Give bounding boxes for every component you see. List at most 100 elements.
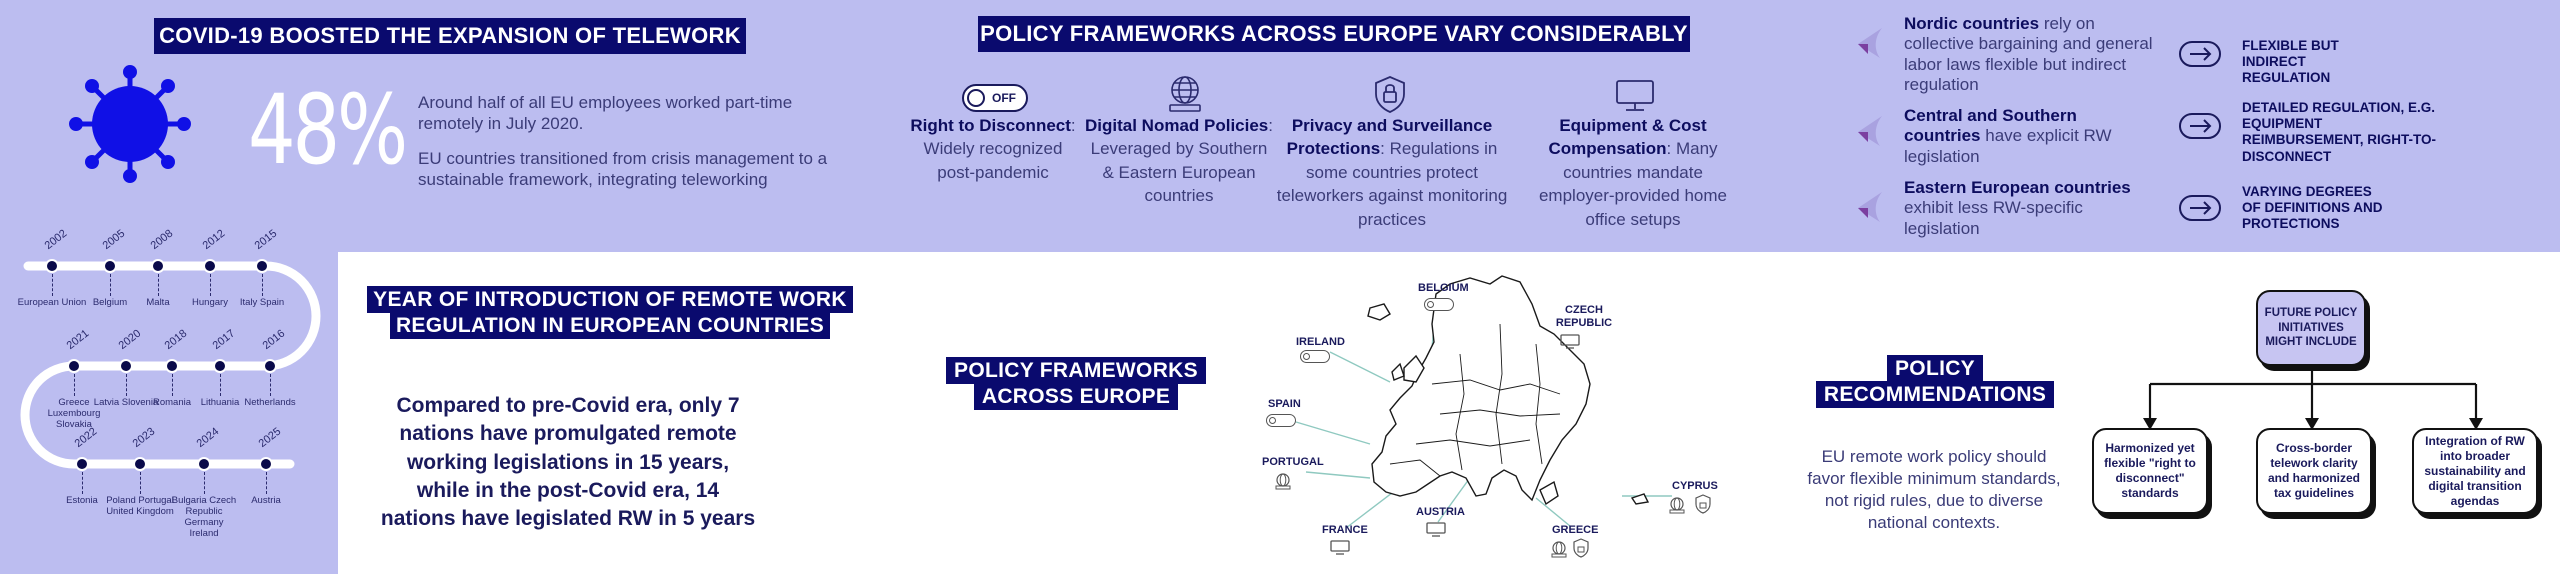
region-pointer-icon (1858, 192, 1882, 222)
recommendations-heading: POLICY RECOMMENDATIONS (1800, 354, 2070, 418)
frameworks-heading: POLICY FRAMEWORKS ACROSS EUROPE VARY CON… (978, 16, 1690, 52)
toggle-off-label: OFF (992, 91, 1016, 105)
region-note-nordic: FLEXIBLE BUT INDIRECT REGULATION (2242, 38, 2339, 86)
region-eastern: Eastern European countries exhibit less … (1904, 178, 2131, 238)
country-ireland: IRELAND (1296, 336, 1345, 348)
country-austria: AUSTRIA (1416, 506, 1465, 518)
timeline-dot (103, 259, 117, 273)
timeline-dot (119, 359, 133, 373)
monitor-icon (1616, 80, 1654, 111)
country-portugal: PORTUGAL (1262, 456, 1324, 468)
policy-equipment-compensation: Equipment & Cost Compensation: Many coun… (1538, 116, 1728, 229)
policy-privacy-surveillance: Privacy and Surveillance Protections: Re… (1276, 116, 1508, 229)
timeline-country: Austria (251, 495, 281, 506)
region-note-central: DETAILED REGULATION, E.G. EQUIPMENT REIM… (2242, 100, 2437, 164)
globe-laptop-icon (1169, 76, 1201, 112)
timeline-stem (262, 274, 263, 296)
timeline-stem (110, 274, 111, 296)
year-intro-summary: Compared to pre-Covid era, only 7 nation… (380, 394, 756, 531)
arrow-right-icon (2179, 41, 2221, 67)
flow-root-box: FUTURE POLICY INITIATIVES MIGHT INCLUDE (2256, 290, 2366, 366)
europe-map (1295, 275, 1672, 529)
timeline-stem (266, 472, 267, 494)
country-spain: SPAIN (1268, 398, 1301, 410)
timeline-country: Malta (146, 297, 170, 308)
country-czech-republic: CZECH REPUBLIC (1555, 304, 1613, 330)
timeline-dot (67, 359, 81, 373)
timeline-country: Netherlands (244, 397, 296, 408)
timeline-country: European Union (17, 297, 87, 308)
timeline-country: Italy Spain (239, 297, 285, 308)
year-intro-heading: YEAR OF INTRODUCTION OF REMOTE WORK REGU… (358, 284, 862, 350)
timeline-stem (204, 472, 205, 494)
region-pointer-icon (1858, 28, 1882, 58)
timeline-stem (74, 374, 75, 396)
timeline-dot (213, 359, 227, 373)
monitor-icon (1560, 334, 1580, 349)
flow-box-cross-border: Cross-border telework clarity and harmon… (2256, 428, 2372, 514)
timeline-country: Bulgaria Czech Republic Germany Ireland (171, 495, 237, 539)
covid-text-2: EU countries transitioned from crisis ma… (418, 149, 828, 190)
region-note-eastern: VARYING DEGREES OF DEFINITIONS AND PROTE… (2242, 184, 2383, 232)
flow-box-right-to-disconnect: Harmonized yet flexible "right to discon… (2092, 428, 2208, 514)
monitor-icon (1330, 540, 1350, 555)
recommendations-body: EU remote work policy should favor flexi… (1807, 447, 2061, 533)
toggle-off-icon (1424, 298, 1454, 311)
timeline-stem (126, 374, 127, 396)
timeline-country: Poland Portugal United Kingdom (106, 495, 174, 517)
region-nordic: Nordic countries rely on collective barg… (1904, 14, 2153, 95)
region-central-southern: Central and Southern countries have expl… (1904, 106, 2112, 166)
covid-text-1: Around half of all EU employees worked p… (418, 93, 793, 134)
policy-digital-nomad: Digital Nomad Policies: Leveraged by Sou… (1085, 116, 1273, 206)
timeline-country: Belgium (92, 297, 128, 308)
timeline-dot (151, 259, 165, 273)
timeline-stem (140, 472, 141, 494)
country-cyprus: CYPRUS (1672, 480, 1718, 492)
flow-box-sustainability: Integration of RW into broader sustainab… (2412, 428, 2538, 514)
timeline-track (20, 261, 321, 469)
timeline-stem (82, 472, 83, 494)
globe-laptop-icon (1275, 473, 1291, 490)
arrow-right-icon (2179, 195, 2221, 221)
region-pointer-icon (1858, 116, 1882, 146)
monitor-icon (1426, 522, 1446, 537)
arrow-right-icon (2179, 113, 2221, 139)
covid-heading: COVID-19 BOOSTED THE EXPANSION OF TELEWO… (154, 18, 746, 54)
timeline-country: Latvia Slovenia (93, 397, 159, 408)
country-france: FRANCE (1322, 524, 1368, 536)
timeline-dot (259, 457, 273, 471)
timeline-stem (220, 374, 221, 396)
timeline-dot (263, 359, 277, 373)
telework-stat: 48% (248, 74, 408, 186)
timeline-country: Greece Luxembourg Slovakia (47, 397, 101, 430)
virus-icon (69, 65, 191, 183)
timeline-dot (75, 457, 89, 471)
globe-laptop-icon (1669, 497, 1685, 514)
timeline-country: Hungary (192, 297, 228, 308)
shield-lock-icon (1573, 538, 1589, 558)
timeline-stem (172, 374, 173, 396)
country-belgium: BELGIUM (1418, 282, 1469, 294)
timeline-country: Estonia (66, 495, 98, 506)
timeline-country: Romania (152, 397, 192, 408)
toggle-off-icon (1266, 414, 1296, 427)
timeline-stem (52, 274, 53, 296)
timeline-dot (45, 259, 59, 273)
flow-connector (2143, 366, 2483, 430)
map-heading: POLICY FRAMEWORKS ACROSS EUROPE (936, 356, 1216, 420)
timeline-dot (255, 259, 269, 273)
timeline-dot (165, 359, 179, 373)
timeline-stem (210, 274, 211, 296)
toggle-off-icon (1300, 350, 1330, 363)
timeline-country: Lithuania (200, 397, 240, 408)
policy-right-to-disconnect: Right to Disconnect: Widely recognized p… (910, 116, 1076, 182)
timeline-dot (133, 457, 147, 471)
toggle-off-icon: OFF (962, 84, 1028, 112)
country-greece: GREECE (1552, 524, 1599, 536)
timeline-dot (197, 457, 211, 471)
timeline-stem (158, 274, 159, 296)
shield-lock-icon (1375, 76, 1405, 113)
timeline-stem (270, 374, 271, 396)
shield-lock-icon (1695, 494, 1711, 514)
globe-laptop-icon (1551, 541, 1567, 558)
